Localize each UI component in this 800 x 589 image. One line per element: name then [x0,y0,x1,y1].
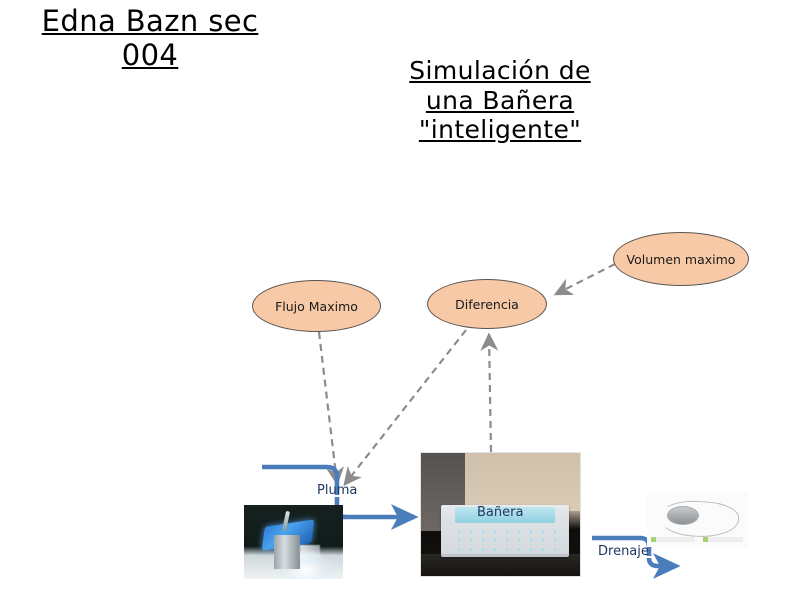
connector-banera-to-diferencia [480,332,499,453]
author-heading-text: Edna Bazn sec 004 [41,4,259,73]
node-volumen-maximo[interactable]: Volumen maximo [613,232,749,286]
page-title: Simulación de una Bañera "inteligente" [380,56,620,145]
node-volumen-maximo-label: Volumen maximo [626,251,736,267]
bathtub-led-lights [453,527,557,555]
label-pluma: Pluma [317,483,358,498]
author-heading: Edna Bazn sec 004 [20,4,280,72]
node-flujo-maximo[interactable]: Flujo Maximo [252,280,381,332]
faucet-body-shape [274,535,300,569]
node-flujo-maximo-label: Flujo Maximo [275,298,358,314]
bathroom-floor [421,554,580,576]
connector-volumen-to-diferencia [553,263,616,296]
node-diferencia[interactable]: Diferencia [427,279,547,329]
connector-flujo-to-pluma [317,331,345,486]
faucet-water-shape [300,545,320,563]
connector-drenaje-outflow [646,553,681,579]
label-drenaje: Drenaje [598,544,649,559]
faucet-photo[interactable] [244,505,343,579]
bathtub-photo[interactable] [420,452,581,577]
drain-photo-footer-bar [651,537,743,542]
page-title-text: Simulación de una Bañera "inteligente" [409,56,591,144]
connector-pluma-to-banera [334,497,419,530]
bathtub-water [455,507,555,523]
drain-photo[interactable] [647,493,748,547]
node-diferencia-label: Diferencia [455,296,519,312]
label-banera: Bañera [477,505,524,520]
bathroom-wall-right [465,453,580,511]
drain-plug-shape [667,506,699,525]
